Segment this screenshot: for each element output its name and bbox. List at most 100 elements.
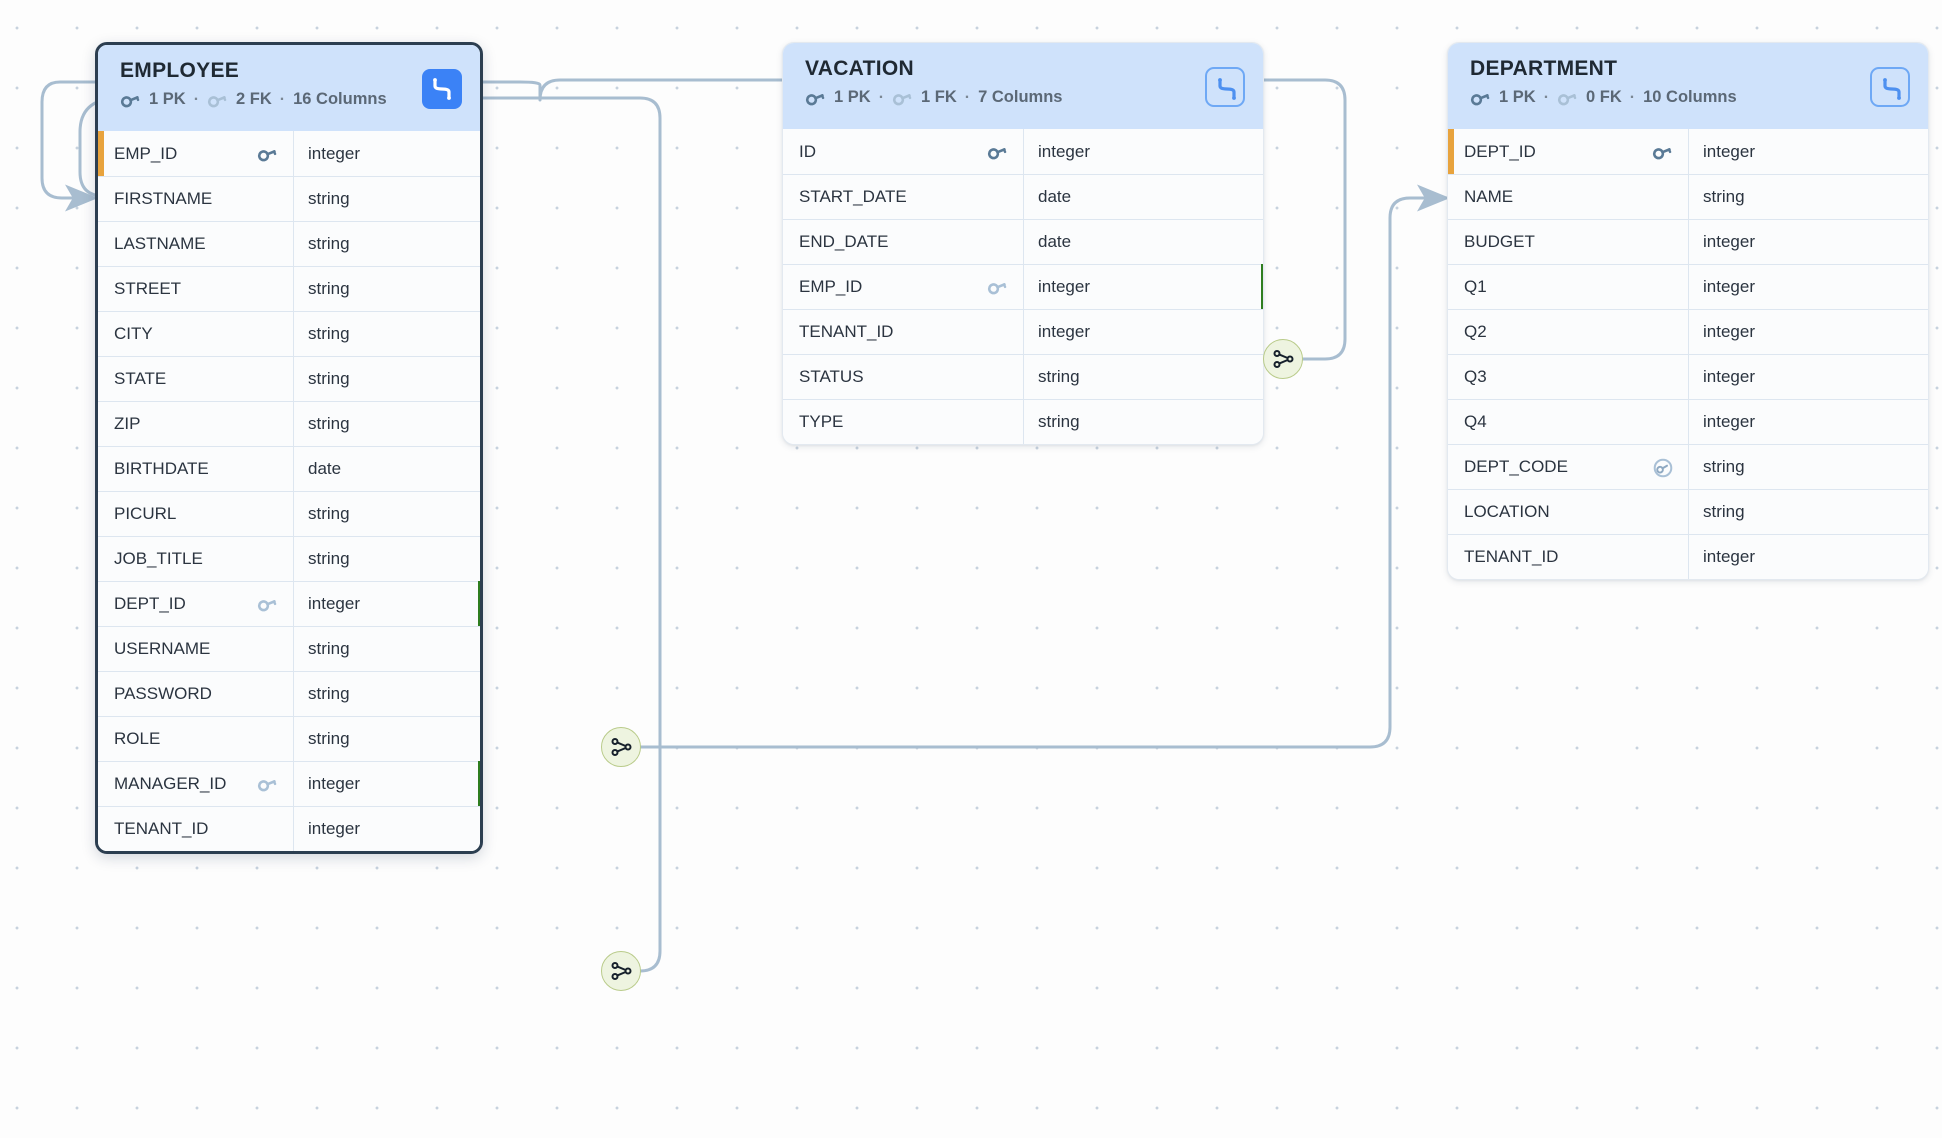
meta-separator: · bbox=[1629, 88, 1636, 106]
column-type-cell: string bbox=[294, 177, 480, 221]
table-link-icon[interactable] bbox=[422, 69, 462, 109]
column-name: CITY bbox=[114, 324, 153, 343]
column-name-cell: FIRSTNAME bbox=[98, 177, 294, 221]
column-name: LOCATION bbox=[1464, 502, 1550, 521]
column-type: date bbox=[1038, 187, 1072, 206]
foreign-key-icon bbox=[257, 595, 279, 613]
column-type: integer bbox=[1703, 141, 1755, 161]
column-name-cell: EMP_ID bbox=[783, 265, 1024, 309]
column-type: date bbox=[1038, 232, 1072, 251]
column-type-cell: string bbox=[294, 537, 480, 581]
relationship-badge-employee-manager-to-employee[interactable] bbox=[601, 951, 641, 991]
key-placeholder bbox=[257, 505, 279, 523]
key-placeholder bbox=[1652, 368, 1674, 386]
column-name-cell: ROLE bbox=[98, 717, 294, 761]
table-row[interactable]: STREET string bbox=[98, 266, 480, 311]
column-name: Q2 bbox=[1464, 322, 1487, 341]
column-name-cell: TYPE bbox=[783, 400, 1024, 444]
column-type-cell: string bbox=[1024, 355, 1263, 399]
table-row[interactable]: TYPE string bbox=[783, 399, 1263, 444]
table-row[interactable]: DEPT_ID integer bbox=[1448, 129, 1928, 174]
column-name-cell: STREET bbox=[98, 267, 294, 311]
column-name: TENANT_ID bbox=[1464, 547, 1559, 566]
column-type: string bbox=[1038, 412, 1080, 431]
column-type-cell: string bbox=[294, 267, 480, 311]
table-title: VACATION bbox=[805, 57, 914, 80]
table-row[interactable]: Q2 integer bbox=[1448, 309, 1928, 354]
meta-separator: · bbox=[1543, 88, 1550, 106]
primary-key-icon bbox=[987, 143, 1009, 161]
column-type-cell: integer bbox=[1024, 129, 1263, 174]
table-link-icon[interactable] bbox=[1205, 67, 1245, 107]
column-name-cell: CITY bbox=[98, 312, 294, 356]
table-link-icon[interactable] bbox=[1870, 67, 1910, 107]
relationship-badge-employee-dept-to-department[interactable] bbox=[601, 727, 641, 767]
column-type: string bbox=[1703, 457, 1745, 476]
column-type: string bbox=[1038, 367, 1080, 386]
column-type: integer bbox=[308, 819, 360, 838]
meta-separator: · bbox=[878, 88, 885, 106]
column-name-cell: Q3 bbox=[1448, 355, 1689, 399]
column-type-cell: string bbox=[294, 357, 480, 401]
column-type: string bbox=[308, 279, 350, 298]
column-name-cell: JOB_TITLE bbox=[98, 537, 294, 581]
key-placeholder bbox=[257, 325, 279, 343]
column-type: integer bbox=[1703, 322, 1755, 341]
column-type-cell: integer bbox=[294, 131, 480, 176]
pk-count: 1 PK bbox=[834, 88, 871, 107]
column-type: integer bbox=[1703, 277, 1755, 296]
column-name-cell: Q2 bbox=[1448, 310, 1689, 354]
table-row[interactable]: Q1 integer bbox=[1448, 264, 1928, 309]
key-placeholder bbox=[257, 235, 279, 253]
key-placeholder bbox=[1652, 233, 1674, 251]
column-name-cell: Q1 bbox=[1448, 265, 1689, 309]
column-name: Q3 bbox=[1464, 367, 1487, 386]
column-name: DEPT_ID bbox=[1464, 141, 1536, 161]
key-placeholder bbox=[1652, 413, 1674, 431]
column-type-cell: date bbox=[1024, 175, 1263, 219]
pk-accent-bar bbox=[98, 131, 104, 176]
key-placeholder bbox=[257, 730, 279, 748]
meta-separator: · bbox=[193, 90, 200, 108]
column-type-cell: string bbox=[294, 222, 480, 266]
column-type-cell: integer bbox=[1689, 129, 1928, 174]
relationship-badge-vacation-emp-to-employee[interactable] bbox=[1263, 339, 1303, 379]
column-type-cell: integer bbox=[294, 762, 480, 806]
table-meta: 1 PK·0 FK·10 Columns bbox=[1470, 88, 1910, 107]
